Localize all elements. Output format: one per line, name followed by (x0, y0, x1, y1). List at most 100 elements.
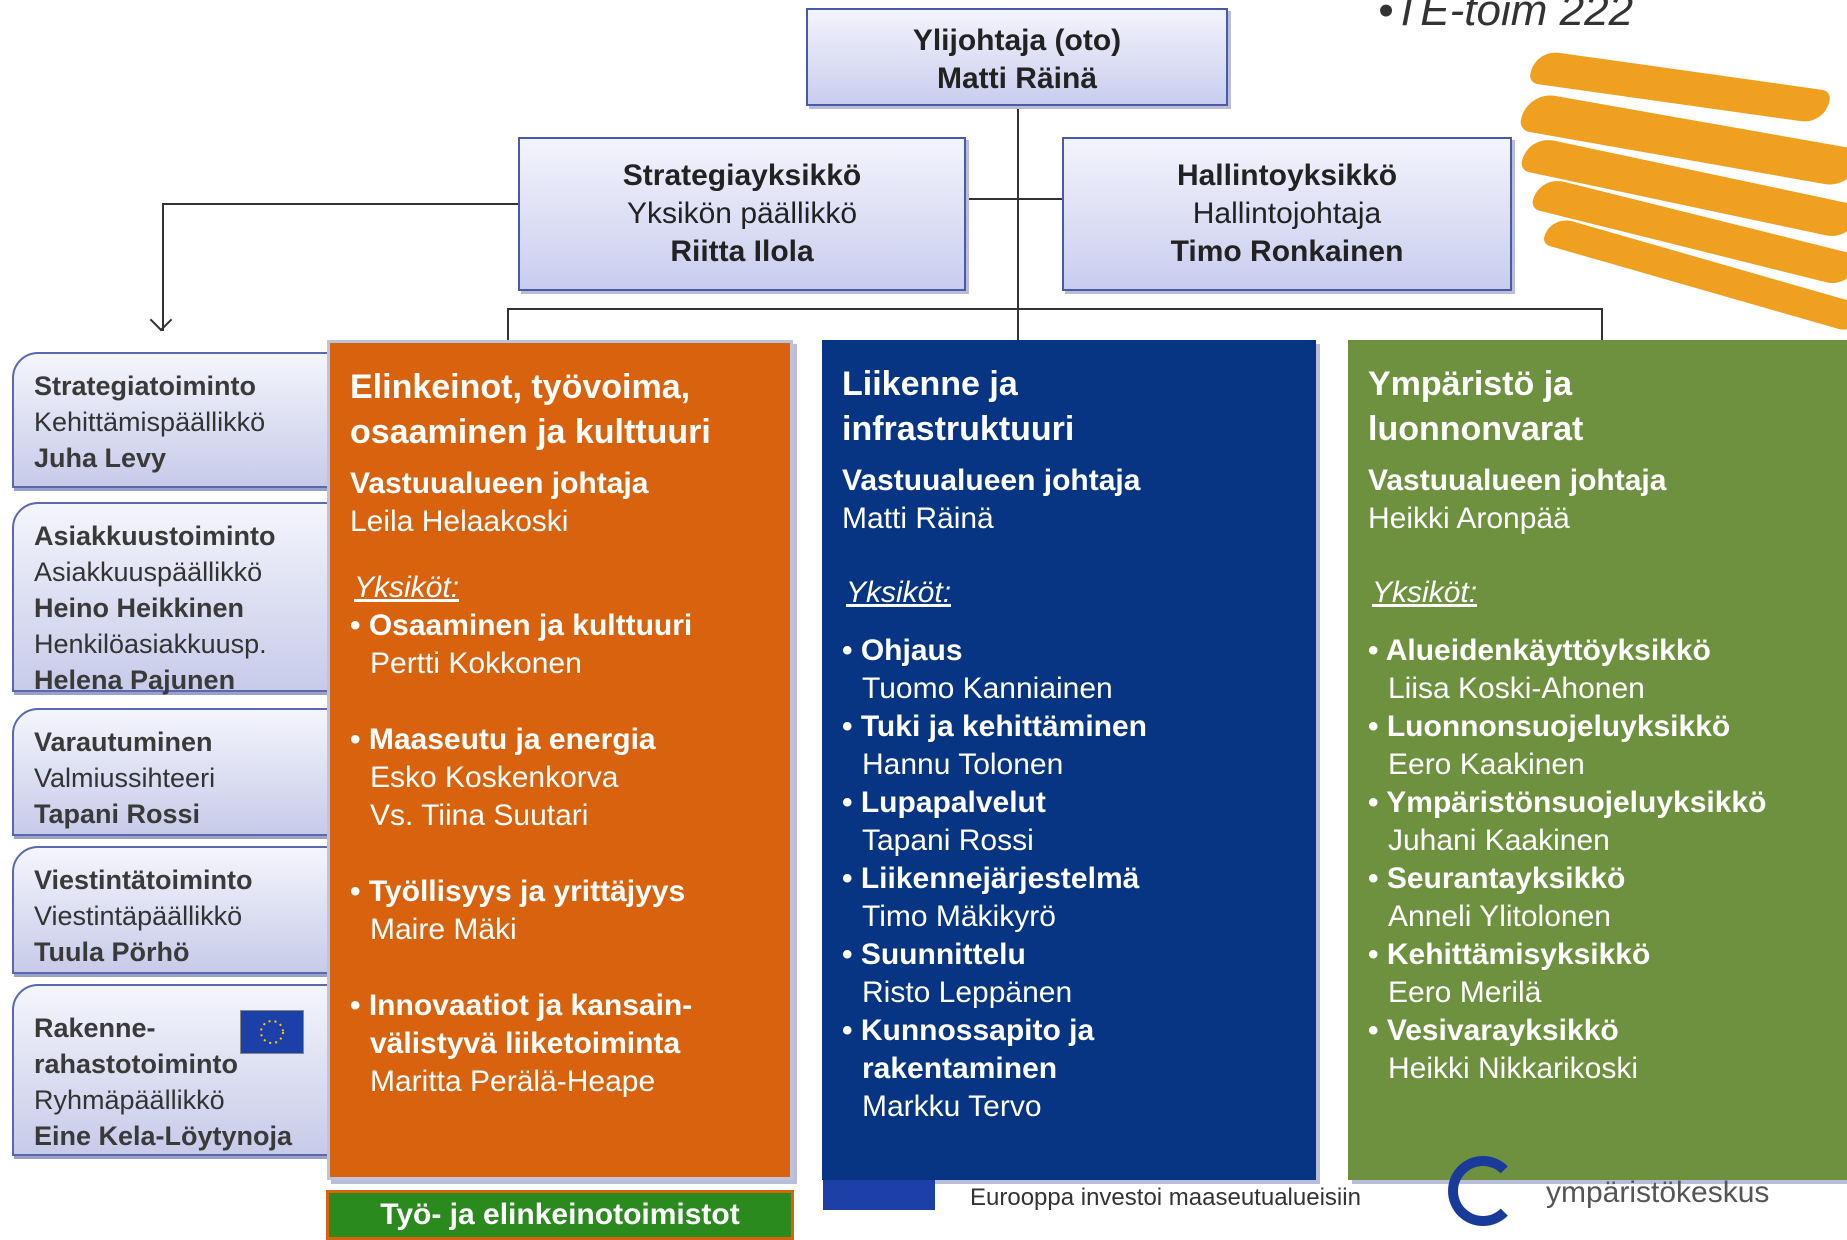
director-name: Leila Helaakoski (350, 505, 569, 538)
side-unit-line: Asiakkuuspäällikkö (34, 557, 263, 587)
connector-line (507, 308, 509, 340)
connector-line (1601, 308, 1603, 340)
director-label: Vastuualueen johtaja (842, 464, 1141, 497)
unit-name: • Ohjaus (842, 634, 963, 667)
connector-line (162, 203, 520, 205)
column-heading: luonnonvarat (1368, 410, 1584, 448)
arrow-down-icon (149, 308, 173, 332)
strategy-unit-role: Yksikön päällikkö (626, 197, 858, 230)
connector-line (507, 308, 1603, 310)
director-label: Vastuualueen johtaja (350, 467, 649, 500)
unit-person: Risto Leppänen (862, 976, 1073, 1009)
top-note: •TE-toim 222 (1378, 0, 1634, 35)
side-unit-line: Strategiatoiminto (34, 371, 257, 401)
unit-person: Maritta Perälä-Heape (370, 1065, 656, 1098)
bottom-bar-label: Työ- ja elinkeinotoimistot (380, 1198, 740, 1231)
footer-logo-text: ympäristökeskus (1546, 1176, 1770, 1209)
side-unit-line: Helena Pajunen (34, 665, 236, 695)
unit-name: • Vesivarayksikkö (1368, 1014, 1619, 1047)
strategy-unit-title: Strategiayksikkö (622, 159, 862, 192)
director-name: Heikki Aronpää (1368, 502, 1570, 535)
director-name: Matti Räinä (842, 502, 994, 535)
side-unit-line: rahastotoiminto (34, 1049, 239, 1079)
column-heading: Ympäristö ja (1368, 365, 1573, 403)
admin-unit-box: Hallintoyksikkö Hallintojohtaja Timo Ron… (1062, 137, 1512, 291)
side-unit-line: Tapani Rossi (34, 799, 201, 829)
unit-name: • Kunnossapito ja (842, 1014, 1095, 1047)
eu-flag-icon (240, 1010, 304, 1054)
unit-name: • Liikennejärjestelmä (842, 862, 1140, 895)
unit-name: • Seurantayksikkö (1368, 862, 1626, 895)
side-unit-line: Heino Heikkinen (34, 593, 245, 623)
unit-name: • Osaaminen ja kulttuuri (350, 609, 693, 642)
unit-name: • Alueidenkäyttöyksikkö (1368, 634, 1711, 667)
unit-name: • Työllisyys ja yrittäjyys (350, 875, 686, 908)
unit-name: • Ympäristönsuojeluyksikkö (1368, 786, 1767, 819)
unit-person: Vs. Tiina Suutari (370, 799, 589, 832)
unit-name: • Luonnonsuojeluyksikkö (1368, 710, 1731, 743)
director-box: Ylijohtaja (oto) Matti Räinä (806, 8, 1228, 106)
admin-unit-role: Hallintojohtaja (1192, 197, 1382, 230)
column-heading: Liikenne ja (842, 365, 1018, 403)
unit-name: • Maaseutu ja energia (350, 723, 656, 756)
unit-person: Eero Kaakinen (1388, 748, 1585, 781)
connector-line (966, 198, 1064, 200)
environment-centre-logo-icon (1448, 1156, 1518, 1226)
unit-person: Tuomo Kanniainen (862, 672, 1113, 705)
column-heading: infrastruktuuri (842, 410, 1075, 448)
unit-person: Pertti Kokkonen (370, 647, 582, 680)
side-unit-line: Asiakkuustoiminto (34, 521, 276, 551)
side-unit-line: Eine Kela-Löytynoja (34, 1121, 293, 1151)
footer-eu-text: Eurooppa investoi maaseutualueisiin (970, 1184, 1361, 1211)
unit-name: • Tuki ja kehittäminen (842, 710, 1148, 743)
unit-person: Juhani Kaakinen (1388, 824, 1610, 857)
side-unit-line: Tuula Pörhö (34, 937, 190, 967)
unit-person: Timo Mäkikyrö (862, 900, 1056, 933)
responsibility-area-column: Elinkeinot, työvoima, osaaminen ja kulttu… (327, 340, 793, 1180)
director-label: Vastuualueen johtaja (1368, 464, 1667, 497)
admin-unit-name: Timo Ronkainen (1170, 235, 1404, 268)
director-name: Matti Räinä (936, 62, 1098, 95)
unit-person: Markku Tervo (862, 1090, 1042, 1123)
side-unit-line: Valmiussihteeri (34, 763, 216, 793)
side-unit-line: Rakenne- (34, 1013, 156, 1043)
unit-person: Tapani Rossi (862, 824, 1034, 857)
unit-person: Hannu Tolonen (862, 748, 1064, 781)
side-unit-line: Ryhmäpäällikkö (34, 1085, 225, 1115)
side-unit-line: Juha Levy (34, 443, 167, 473)
admin-unit-title: Hallintoyksikkö (1176, 159, 1398, 192)
director-title: Ylijohtaja (oto) (912, 24, 1122, 57)
connector-line (1017, 308, 1019, 340)
column-heading: Elinkeinot, työvoima, (350, 368, 691, 406)
column-heading: osaaminen ja kulttuuri (350, 413, 711, 451)
unit-person: Maire Mäki (370, 913, 517, 946)
unit-name: rakentaminen (862, 1052, 1058, 1085)
unit-name: välistyvä liiketoiminta (370, 1027, 681, 1060)
units-label: Yksiköt: (354, 571, 460, 604)
unit-person: Anneli Ylitolonen (1388, 900, 1611, 933)
bottom-bar: Työ- ja elinkeinotoimistot (326, 1190, 794, 1240)
side-unit-line: Henkilöasiakkuusp. (34, 629, 267, 659)
unit-name: • Innovaatiot ja kansain- (350, 989, 693, 1022)
strategy-unit-box: Strategiayksikkö Yksikön päällikkö Riitt… (518, 137, 966, 291)
unit-person: Heikki Nikkarikoski (1388, 1052, 1639, 1085)
side-unit-line: Varautuminen (34, 727, 213, 757)
connector-line (162, 203, 164, 331)
unit-name: • Lupapalvelut (842, 786, 1046, 819)
unit-person: Esko Koskenkorva (370, 761, 619, 794)
side-unit-line: Viestintäpäällikkö (34, 901, 243, 931)
spacer (350, 683, 770, 721)
units-label: Yksiköt: (1372, 576, 1478, 609)
units-label: Yksiköt: (846, 576, 952, 609)
unit-person: Eero Merilä (1388, 976, 1542, 1009)
unit-person: Liisa Koski-Ahonen (1388, 672, 1645, 705)
unit-name: • Suunnittelu (842, 938, 1026, 971)
spacer (350, 835, 770, 873)
